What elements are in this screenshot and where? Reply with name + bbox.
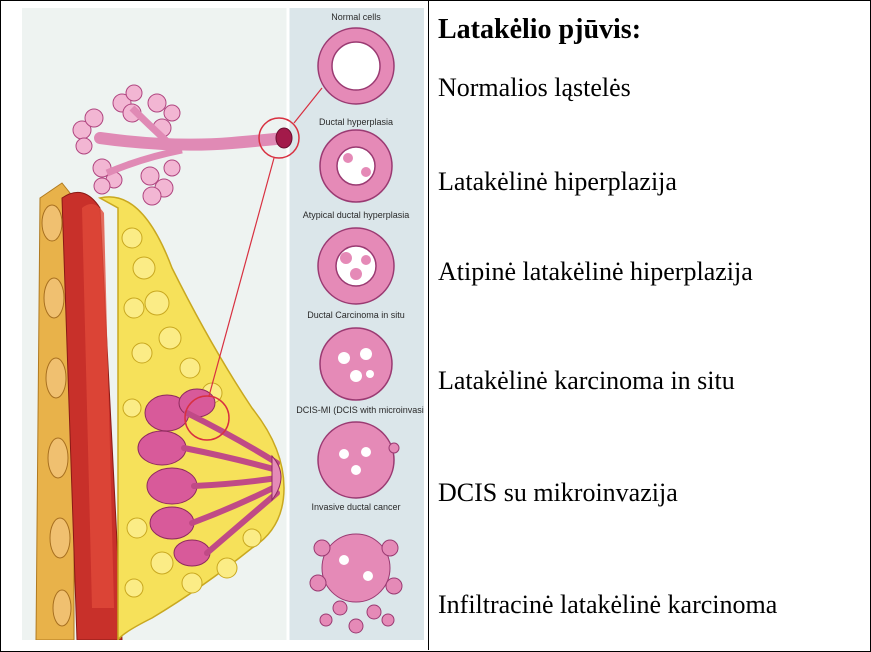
breast-anatomy-illustration: Normal cells Ductal hyperplasia Atypical…	[22, 8, 424, 640]
stage-invasive-carcinoma: Infiltracinė latakėlinė karcinoma	[438, 590, 777, 620]
stage-atypical-hyperplasia: Atipinė latakėlinė hiperplazija	[438, 257, 753, 287]
panel-label-hyperplasia: Ductal hyperplasia	[319, 117, 393, 127]
panel-label-dcis: Ductal Carcinoma in situ	[307, 310, 405, 320]
stage-dcis: Latakėlinė karcinoma in situ	[438, 366, 735, 396]
stage-normal-cells: Normalios ląstelės	[438, 73, 631, 103]
panel-label-normal: Normal cells	[331, 12, 381, 22]
duct-upper	[100, 138, 284, 145]
section-heading: Latakėlio pjūvis:	[438, 14, 641, 46]
panel-label-atypical: Atypical ductal hyperplasia	[303, 210, 410, 220]
duct-cross-section-normal	[318, 28, 394, 104]
stage-dcis-microinvasion: DCIS su mikroinvazija	[438, 478, 678, 508]
duct-cross-section-hyperplasia	[320, 130, 392, 202]
panel-label-invasive: Invasive ductal cancer	[311, 502, 400, 512]
column-divider	[428, 0, 429, 650]
panel-label-dcis-mi: DCIS-MI (DCIS with microinvasi	[296, 405, 424, 415]
duct-cross-section-atypical	[318, 228, 394, 304]
duct-cross-section-dcis	[320, 328, 392, 400]
stage-ductal-hyperplasia: Latakėlinė hiperplazija	[438, 167, 677, 197]
